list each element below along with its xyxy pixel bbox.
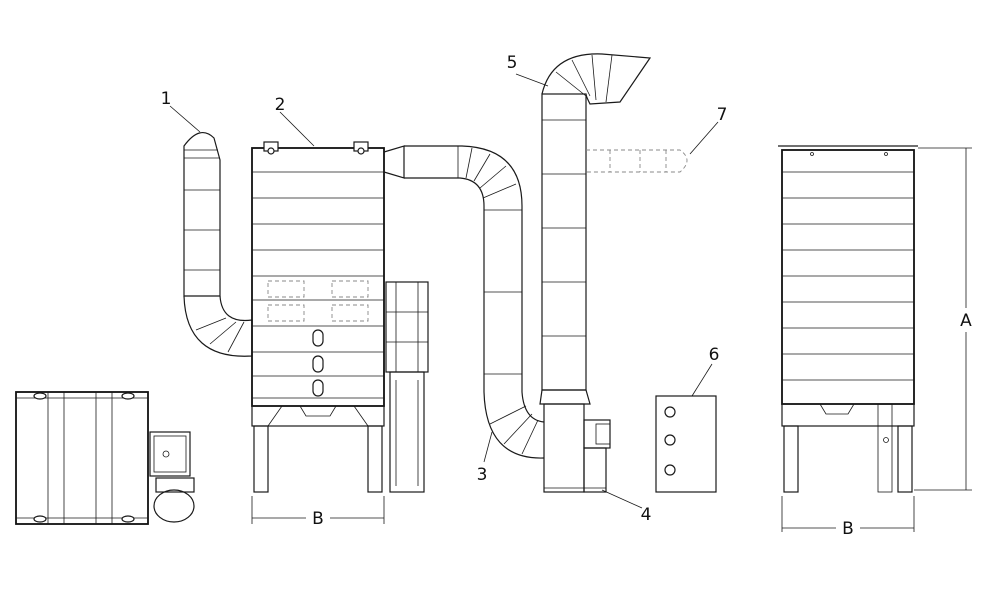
- elbow-segment: [479, 165, 507, 189]
- cabinet-leg: [783, 425, 799, 493]
- cabinet-leg: [253, 425, 269, 493]
- callout-6: 6: [709, 345, 720, 365]
- bolt-icon: [810, 152, 814, 156]
- leg-brace: [267, 405, 283, 427]
- optional-duct: [586, 149, 688, 173]
- inspection-window: [267, 280, 305, 298]
- elbow-segment: [489, 405, 527, 425]
- callout-1: 1: [161, 89, 172, 109]
- exhaust-hood: [541, 53, 652, 105]
- drawer-handle-icon: [312, 355, 324, 373]
- lifting-lug-icon: [121, 392, 135, 400]
- duct-outlet-flange: [383, 145, 405, 179]
- lifting-lug-icon: [33, 392, 47, 400]
- callout-2: 2: [275, 95, 286, 115]
- front-width-label: B: [312, 509, 324, 529]
- motor-top-icon: [153, 489, 195, 523]
- motor-stand: [583, 447, 607, 493]
- callout-leader: [169, 105, 201, 133]
- fan-unit: [539, 389, 611, 493]
- fan-housing-inner: [153, 435, 187, 473]
- control-box: [655, 395, 717, 493]
- lifting-lug-icon: [33, 515, 47, 523]
- inspection-window: [331, 304, 369, 322]
- cabinet-leg: [897, 425, 913, 493]
- elbow-segment: [227, 321, 245, 353]
- bolt-icon: [162, 450, 170, 458]
- elbow-segment: [465, 147, 473, 179]
- elbow-segment: [591, 54, 597, 101]
- drawer-handle-icon: [312, 379, 324, 397]
- top-view: [15, 391, 195, 525]
- side-view-body: [781, 149, 915, 405]
- cabinet-body: [251, 147, 385, 407]
- drawer-handle-icon: [312, 329, 324, 347]
- cabinet-base-frame: [251, 405, 385, 427]
- callouts: 1 2 3 4 5 6 7: [161, 53, 728, 525]
- elbow-segment: [195, 317, 227, 331]
- callout-leader: [691, 363, 713, 397]
- callout-3: 3: [477, 465, 488, 485]
- inlet-duct-body: [183, 131, 221, 297]
- side-view: [778, 145, 918, 493]
- control-button-icon: [664, 464, 676, 476]
- callout-leader: [279, 111, 315, 147]
- lower-elbow-outer: [483, 391, 545, 459]
- exhaust-stack-body: [541, 93, 587, 391]
- leg-brace: [353, 405, 369, 427]
- exhaust-stack: [541, 53, 688, 391]
- lower-elbow-inner: [521, 391, 545, 423]
- inlet-duct: [183, 131, 253, 357]
- dimensions: B B A: [251, 147, 972, 539]
- lug-hole-icon: [357, 147, 365, 155]
- side-support-column: [389, 371, 425, 493]
- side-width-label: B: [842, 519, 854, 539]
- elbow-segment: [521, 419, 539, 455]
- side-base-frame: [781, 403, 915, 427]
- elbow-segment: [473, 153, 491, 182]
- side-grille-frame: [385, 281, 429, 373]
- elbow-segment: [482, 183, 517, 199]
- elbow-segment: [503, 413, 533, 445]
- bolt-icon: [884, 152, 888, 156]
- lug-hole-icon: [267, 147, 275, 155]
- hopper-outlet: [299, 405, 337, 417]
- callout-5: 5: [507, 53, 518, 73]
- elbow-segment: [571, 59, 591, 97]
- lifting-lug-icon: [121, 515, 135, 523]
- connecting-duct-inner: [404, 177, 485, 392]
- fan-transition: [539, 389, 591, 405]
- callout-leader: [515, 73, 549, 87]
- elbow-segment: [605, 54, 613, 103]
- top-view-outline: [15, 391, 149, 525]
- motor-cap: [595, 423, 611, 445]
- callout-leader: [689, 121, 719, 155]
- motor-flange: [155, 477, 195, 493]
- callout-leader: [483, 431, 493, 463]
- bolt-icon: [883, 437, 889, 443]
- fan-housing: [543, 403, 585, 493]
- connecting-duct: [383, 145, 545, 459]
- inspection-window: [267, 304, 305, 322]
- control-button-icon: [664, 434, 676, 446]
- callout-4: 4: [641, 505, 652, 525]
- callout-7: 7: [717, 105, 728, 125]
- cabinet-leg: [367, 425, 383, 493]
- control-button-icon: [664, 406, 676, 418]
- elbow-segment: [209, 321, 237, 345]
- hopper-outlet: [819, 403, 855, 415]
- fan-housing-top: [149, 431, 191, 477]
- inspection-window: [331, 280, 369, 298]
- control-box-body: [655, 395, 717, 493]
- connecting-duct-outer: [404, 145, 523, 392]
- collector-cabinet: [251, 141, 429, 493]
- side-height-label: A: [960, 311, 972, 331]
- access-ladder: [877, 403, 893, 493]
- callout-leader: [601, 489, 643, 509]
- elbow-segment: [555, 71, 587, 97]
